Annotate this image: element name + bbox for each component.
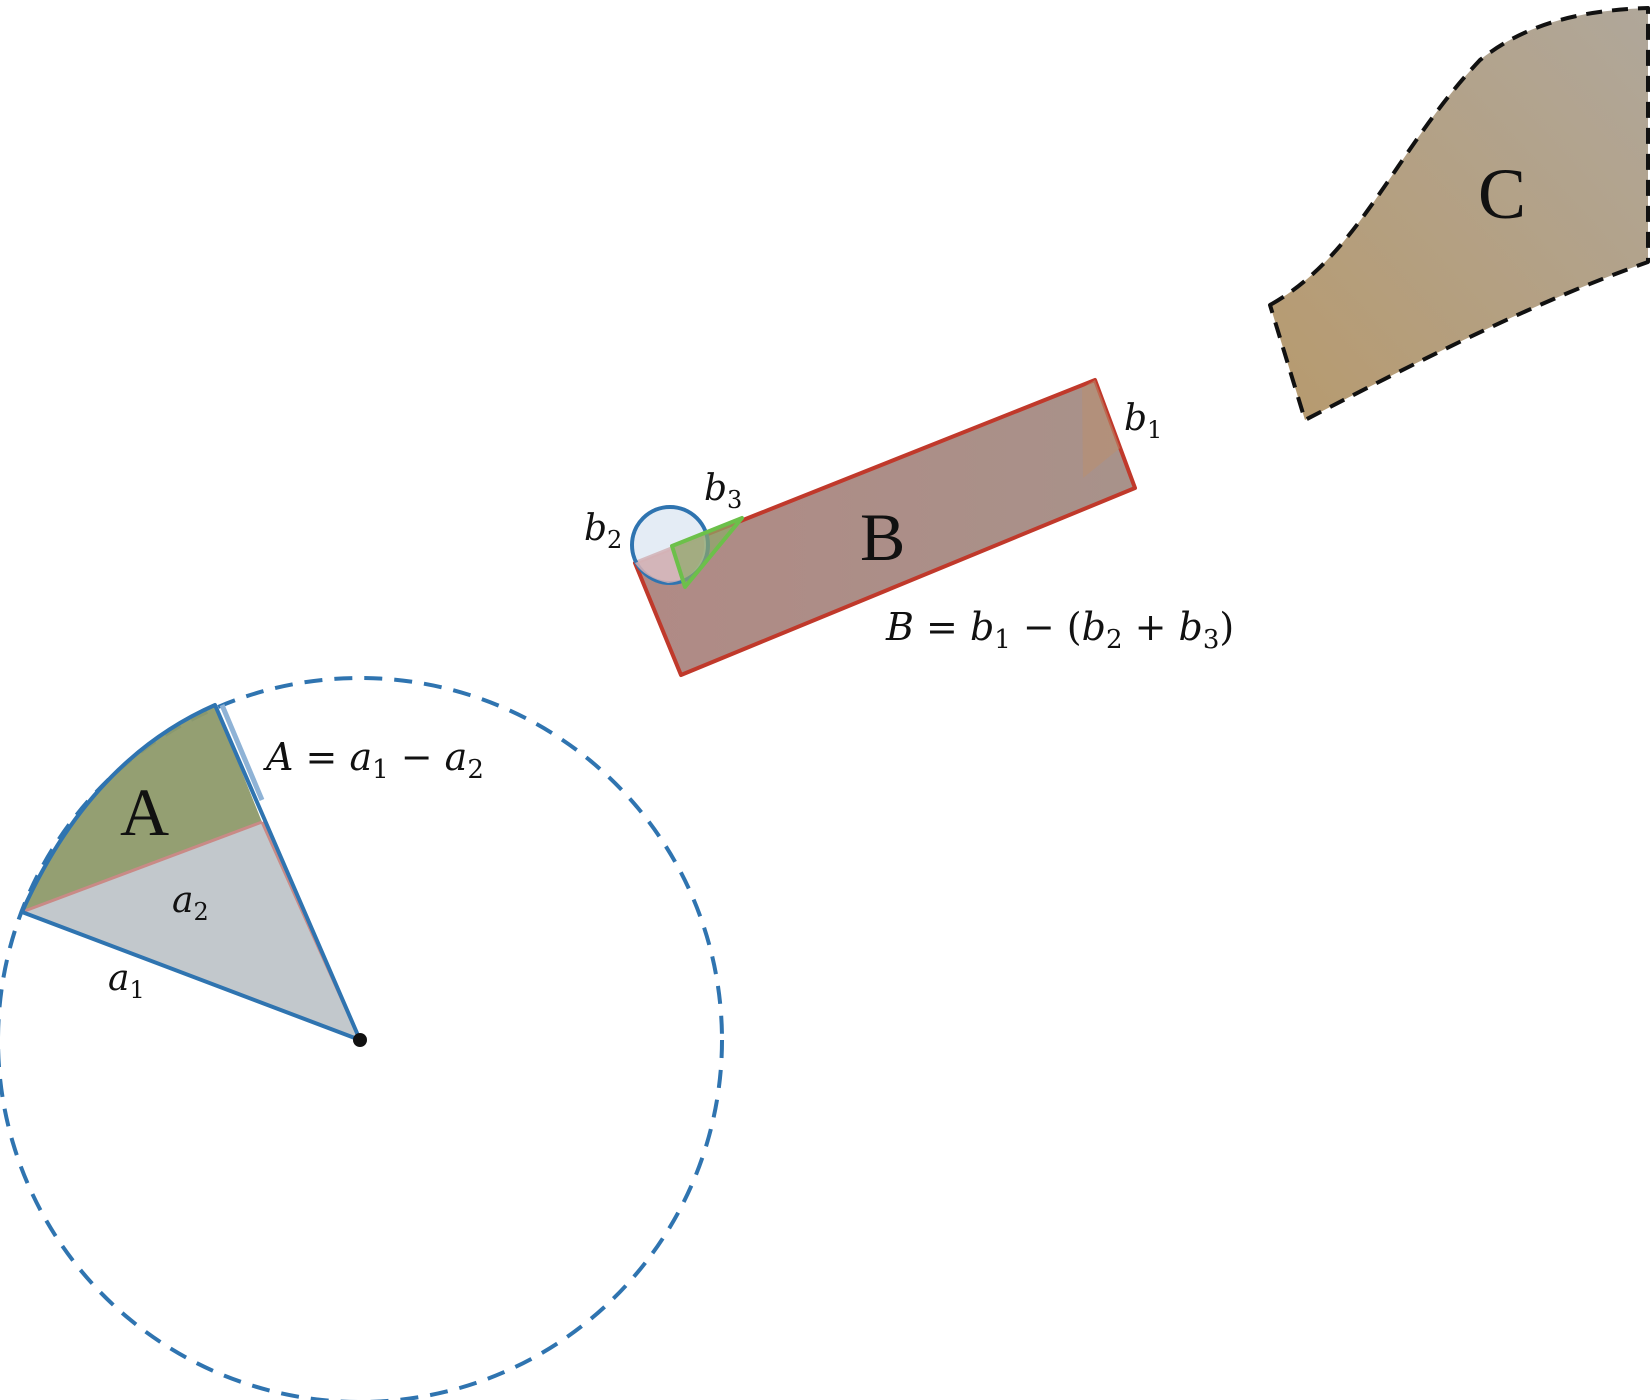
circle-center-dot	[353, 1033, 367, 1047]
rectangle-b1-corner-shade	[1082, 380, 1120, 478]
rectangle-b1	[633, 378, 1137, 677]
triangle-b3	[670, 516, 744, 589]
reference-circle	[0, 676, 724, 1400]
shape-a-group: A a2 a1 A = a1 − a2	[0, 676, 724, 1400]
label-b2: b2	[584, 508, 622, 554]
label-a2: a2	[172, 880, 209, 926]
triangle-a2	[22, 822, 360, 1040]
label-c: C	[1478, 154, 1526, 234]
chord-a2	[21, 820, 263, 914]
region-c	[1268, 6, 1650, 422]
segment-a	[22, 705, 262, 912]
label-a1: a1	[108, 958, 145, 1004]
label-a: A	[120, 774, 169, 850]
label-b: B	[860, 499, 905, 575]
radius-light-edge	[219, 704, 265, 801]
label-b3: b3	[704, 468, 742, 514]
formula-a: A = a1 − a2	[263, 735, 484, 785]
formula-b: B = b1 − (b2 + b3)	[885, 605, 1234, 655]
label-b1: b1	[1124, 398, 1162, 444]
shape-b-group: B b1 b2 b3 B = b1 − (b2 + b3)	[584, 378, 1234, 677]
shape-c-group: C	[1268, 6, 1650, 422]
sector-a1-outline	[20, 703, 362, 1042]
